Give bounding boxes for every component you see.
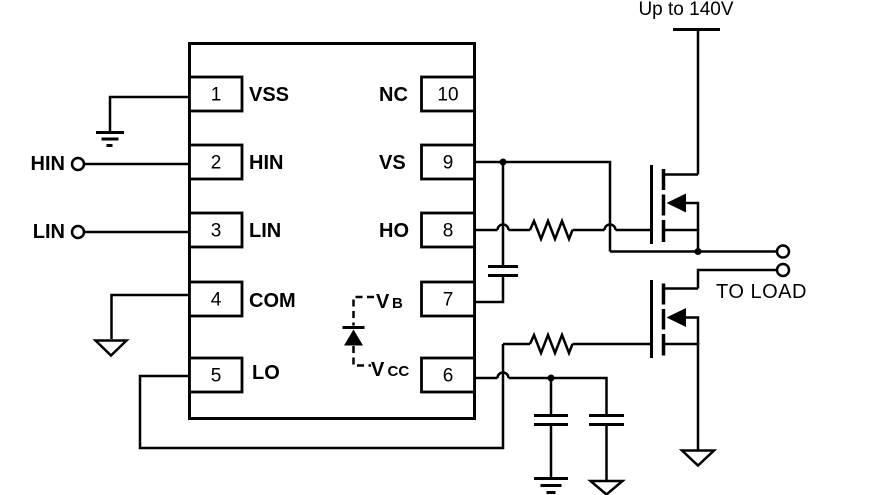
earth-ground-vss-icon [96,131,124,147]
lo-net [138,331,652,450]
pin-label-com: COM [249,290,296,312]
triangle-ground-cap2-icon [587,479,626,495]
body-diode-arrow [666,308,686,327]
hin-terminal-icon [70,156,86,172]
low-side-gate-resistor [528,331,574,357]
pin-box-7: 7 [420,280,476,318]
pin-label-hin: HIN [249,152,283,174]
pin-box-4: 4 [188,280,244,318]
pin-number-9: 9 [443,153,454,174]
pin-label-vs: VS [379,152,406,174]
source-lead [664,342,700,450]
vcc-capacitor-1 [534,378,568,477]
pin-box-9: 9 [420,143,476,181]
pin-number-3: 3 [211,221,222,242]
com-wire [110,293,190,339]
vb-wire [474,275,505,304]
triangle-ground-com-icon [92,339,130,358]
source-lead [664,228,700,252]
svg-text:V: V [371,359,385,381]
pin-label-nc: NC [379,84,408,106]
pin-number-6: 6 [443,366,454,387]
lo-wire [138,344,505,450]
load-terminal-top-icon [775,244,791,259]
load-label: TO LOAD [716,281,807,303]
lin-terminal-icon [70,224,86,240]
supply-voltage-label: Up to 140V [638,0,733,20]
ho-net [474,217,652,243]
pin-box-5: 5 [188,356,244,394]
body-diode-lead [686,316,700,344]
pin-label-ho: HO [379,220,409,242]
svg-text:B: B [392,295,403,312]
load-output: TO LOAD [696,262,807,303]
svg-text:CC: CC [388,363,410,380]
pin-number-8: 8 [443,221,454,242]
vb-net [474,162,518,304]
pin-number-5: 5 [211,366,222,387]
load-bottom-wire [696,268,777,289]
body-diode-lead [686,201,700,230]
pin-number-7: 7 [443,290,454,311]
hin-input: HIN [31,153,190,175]
com-net [92,293,190,358]
bootstrap-capacitor [488,265,518,277]
pin-box-3: 3 [188,211,244,249]
low-side-mosfet [650,280,718,468]
earth-ground-cap1-icon [534,477,568,494]
svg-text:V: V [376,291,390,313]
diode-triangle [344,329,363,346]
pin-box-6: 6 [420,356,476,394]
body-diode-arrow [666,193,686,213]
pin-label-vcc: V CC [371,359,409,381]
high-side-gate-resistor [528,217,574,243]
vss-net [96,95,190,147]
diode-dashed-lead-bottom [352,346,371,367]
supply-rail: Up to 140V [638,0,734,175]
pin-number-4: 4 [211,290,222,311]
pin-label-vb: V B [376,291,403,313]
high-side-mosfet [650,165,700,252]
wire-hop [496,371,510,379]
pin-box-10: 10 [420,75,476,113]
load-terminal-bottom-icon [775,262,791,278]
vcc-capacitor-2 [589,414,624,480]
lin-input-label: LIN [33,221,65,243]
vcc-net [474,371,626,495]
pin-label-lo: LO [252,362,280,384]
hin-input-label: HIN [31,153,65,175]
bootstrap-diode [342,295,374,367]
triangle-ground-fet-icon [678,449,718,468]
pin-number-1: 1 [211,85,222,106]
ic-package: 1 2 3 4 5 10 9 8 [188,42,476,420]
pin-box-2: 2 [188,143,244,181]
pin-label-vss: VSS [249,84,289,106]
pin-label-lin: LIN [249,220,281,242]
pin-box-8: 8 [420,211,476,249]
pin-box-1: 1 [188,75,244,113]
vs-wire [474,160,612,252]
vs-net [474,158,791,259]
vss-wire [108,95,190,131]
lin-input: LIN [33,221,190,243]
pin-number-2: 2 [211,153,222,174]
diode-dashed-lead-top [352,295,374,326]
pin-number-10: 10 [437,85,458,106]
